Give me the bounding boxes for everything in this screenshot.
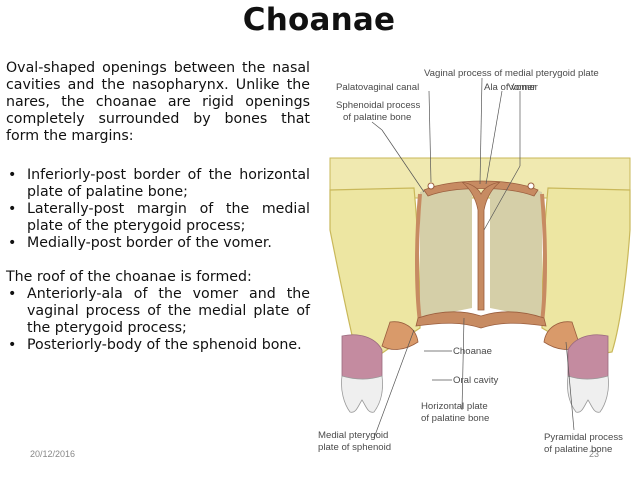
list-item-text: Laterally-post margin of the medial plat… [27, 201, 310, 234]
list-item-text: Anteriorly-ala of the vomer and the vagi… [27, 286, 310, 336]
bullet-icon: • [8, 337, 17, 353]
right-tooth [567, 375, 609, 413]
left-medial-plate [415, 193, 422, 323]
palatovaginal-canal-left [427, 182, 435, 190]
label-medial-pterygoid-line2: plate of sphenoid [318, 442, 391, 453]
choanae-figure: Vaginal process of medial pterygoid plat… [312, 60, 638, 479]
palatovaginal-canal-right [527, 182, 535, 190]
list-item: • Posteriorly-body of the sphenoid bone. [6, 337, 310, 354]
page-number: 23 [589, 449, 600, 459]
list-item: • Medially-post border of the vomer. [6, 235, 310, 252]
label-vomer: Vomer [508, 82, 537, 93]
list-item-text: Medially-post border of the vomer. [27, 235, 272, 251]
right-choana [490, 185, 542, 322]
bullet-icon: • [8, 167, 17, 183]
vomer [461, 181, 501, 311]
list-item: • Anteriorly-ala of the vomer and the vag… [6, 286, 310, 337]
label-sphenoidal-process-line1: Sphenoidal process [336, 100, 420, 111]
label-vaginal-process: Vaginal process of medial pterygoid plat… [424, 68, 599, 79]
left-choana [420, 185, 472, 322]
label-horizontal-plate-line1: Horizontal plate [421, 401, 488, 412]
roof-list: • Anteriorly-ala of the vomer and the vag… [6, 286, 310, 354]
right-medial-plate [540, 193, 547, 323]
slide-date: 20/12/2016 [30, 449, 76, 459]
margins-list: • Inferiorly-post border of the horizonta… [6, 167, 310, 252]
horizontal-plate [415, 311, 547, 329]
label-ala-of-vomer: Ala of vomer [484, 82, 539, 93]
label-oral-cavity: Oral cavity [453, 375, 499, 386]
list-item: • Laterally-post margin of the medial pla… [6, 201, 310, 235]
label-sphenoidal-process-line2: of palatine bone [343, 112, 411, 123]
label-medial-pterygoid-line1: Medial pterygoid [318, 430, 388, 441]
leader-lines [371, 77, 575, 439]
label-choanae: Choanae [453, 346, 492, 357]
bullet-icon: • [8, 235, 17, 251]
left-tooth [341, 375, 383, 413]
list-item-text: Inferiorly-post border of the horizontal… [27, 167, 310, 200]
label-pyramidal-process-line2: of palatine bone [544, 444, 612, 455]
bullet-icon: • [8, 286, 17, 302]
list-item-text: Posteriorly-body of the sphenoid bone. [27, 337, 302, 353]
label-pyramidal-process-line1: Pyramidal process [544, 432, 623, 443]
label-palatovaginal-canal: Palatovaginal canal [336, 82, 419, 93]
list-item: • Inferiorly-post border of the horizonta… [6, 167, 310, 201]
anatomy-illustration: Vaginal process of medial pterygoid plat… [318, 68, 631, 455]
slide-title: Choanae [242, 2, 396, 38]
roof-heading: The roof of the choanae is formed: [6, 269, 252, 285]
intro-paragraph: Oval-shaped openings between the nasal c… [6, 60, 310, 144]
slide-body: Oval-shaped openings between the nasal c… [6, 60, 310, 354]
label-horizontal-plate-line2: of palatine bone [421, 413, 489, 424]
bullet-icon: • [8, 201, 17, 217]
